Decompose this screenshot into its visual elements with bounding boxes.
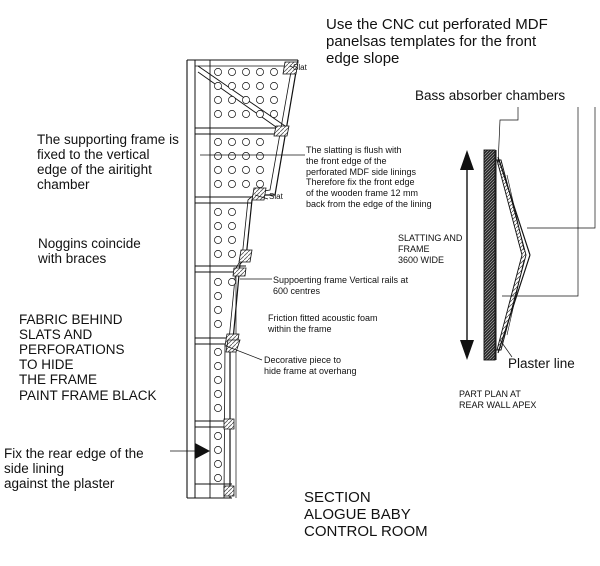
perforation-hole	[228, 236, 236, 244]
perforation-hole	[214, 250, 222, 258]
perforation-hole	[228, 278, 236, 286]
perforation-hole	[214, 208, 222, 216]
perforation-hole	[256, 96, 264, 104]
perforation-hole	[242, 82, 250, 90]
slatting-flush-note: The slatting is flush with the front edg…	[306, 145, 432, 209]
fabric-behind-note: FABRIC BEHIND SLATS AND PERFORATIONS TO …	[19, 312, 157, 403]
perforation-hole	[228, 68, 236, 76]
perforation-hole	[242, 138, 250, 146]
perforation-hole	[214, 222, 222, 230]
perforation-hole	[214, 432, 222, 440]
slat-top-label: Slat	[293, 63, 307, 72]
perforation-hole	[242, 180, 250, 188]
perforation-hole	[228, 166, 236, 174]
perforation-hole	[214, 390, 222, 398]
perforation-hole	[214, 348, 222, 356]
perforation-hole	[214, 446, 222, 454]
slat-top	[282, 61, 299, 75]
perforation-hole	[214, 166, 222, 174]
slatting-frame-width: SLATTING AND FRAME 3600 WIDE	[398, 233, 463, 265]
slat-mid	[251, 187, 267, 201]
section-title: SECTION ALOGUE BABY CONTROL ROOM	[304, 489, 428, 540]
perforation-hole	[214, 138, 222, 146]
perforation-hole	[270, 110, 278, 118]
perforation-hole	[228, 110, 236, 118]
perforation-hole	[228, 208, 236, 216]
perforation-hole	[242, 166, 250, 174]
perforation-hole	[256, 166, 264, 174]
perforation-hole	[256, 110, 264, 118]
perforation-hole	[214, 82, 222, 90]
fix-rear-edge-note: Fix the rear edge of the side lining aga…	[4, 446, 144, 492]
perforation-hole	[270, 96, 278, 104]
rear-wall	[483, 149, 496, 361]
perforation-hole	[256, 152, 264, 160]
perforation-hole	[214, 110, 222, 118]
perforation-hole	[214, 474, 222, 482]
perforation-hole	[214, 180, 222, 188]
perforation-hole	[214, 320, 222, 328]
perforation-hole	[228, 82, 236, 90]
perforation-hole	[228, 138, 236, 146]
slat-mid-label: Slat	[269, 192, 283, 201]
perforation-hole	[270, 68, 278, 76]
perforation-hole	[214, 96, 222, 104]
perforation-hole	[242, 68, 250, 76]
perforation-hole	[214, 68, 222, 76]
part-plan	[460, 107, 596, 361]
decorative-piece-note: Decorative piece to hide frame at overha…	[264, 355, 357, 376]
perforation-hole	[214, 278, 222, 286]
perforation-hole	[214, 404, 222, 412]
supporting-rails-note: Suppoerting frame Vertical rails at 600 …	[273, 275, 409, 296]
perforation-hole	[228, 96, 236, 104]
perforation-hole	[256, 68, 264, 76]
perforation-hole	[214, 236, 222, 244]
cnc-template-note: Use the CNC cut perforated MDF panelsas …	[326, 16, 548, 67]
rear-edge-arrow	[195, 443, 210, 459]
plaster-line-label: Plaster line	[508, 356, 575, 371]
bass-absorber-label: Bass absorber chambers	[415, 88, 566, 103]
perforation-hole	[214, 460, 222, 468]
part-plan-label: PART PLAN AT REAR WALL APEX	[459, 389, 537, 410]
perforation-hole	[228, 250, 236, 258]
perforation-hole	[270, 82, 278, 90]
decorative-piece	[225, 339, 241, 353]
perforation-hole	[214, 362, 222, 370]
perforation-hole	[228, 180, 236, 188]
perforation-hole	[256, 82, 264, 90]
absorber-chamber	[496, 159, 527, 351]
perforation-hole	[242, 96, 250, 104]
perforation-hole	[214, 292, 222, 300]
perforation-hole	[214, 306, 222, 314]
perforation-hole	[228, 152, 236, 160]
perforation-hole	[228, 222, 236, 230]
friction-foam-note: Friction fitted acoustic foam within the…	[268, 313, 378, 334]
perforation-hole	[242, 110, 250, 118]
perforation-hole	[256, 138, 264, 146]
noggins-note: Noggins coincide with braces	[38, 236, 141, 267]
leader-lines	[170, 65, 305, 452]
perforation-hole	[242, 152, 250, 160]
perforation-hole	[256, 180, 264, 188]
supporting-frame-note: The supporting frame is fixed to the ver…	[37, 132, 179, 193]
perforation-hole	[214, 376, 222, 384]
perforation-hole	[214, 152, 222, 160]
perforations	[214, 68, 278, 482]
